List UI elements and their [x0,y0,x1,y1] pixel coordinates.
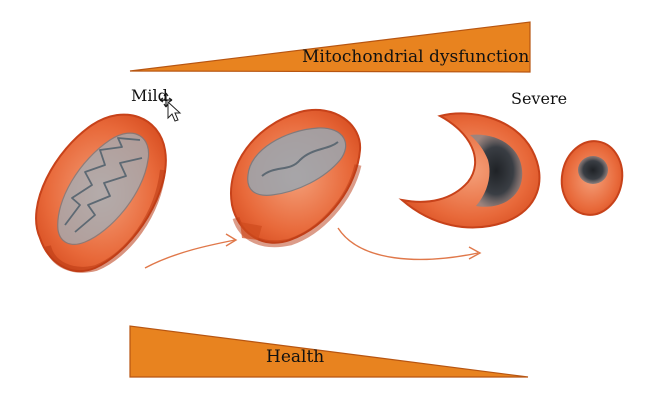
progression-arrow-2 [338,228,478,259]
health-label: Health [266,347,324,367]
crescent-mitochondrion [402,113,539,227]
mild-label: Mild [131,86,168,105]
severe-label: Severe [511,89,567,108]
dysfunction-label: Mitochondrial dysfunction [302,47,529,67]
health-wedge [130,326,528,377]
swollen-mitochondrion [231,110,360,244]
healthy-mitochondrion [36,115,166,271]
progression-arrow-1 [145,240,235,268]
condensed-mitochondrion [556,136,628,219]
